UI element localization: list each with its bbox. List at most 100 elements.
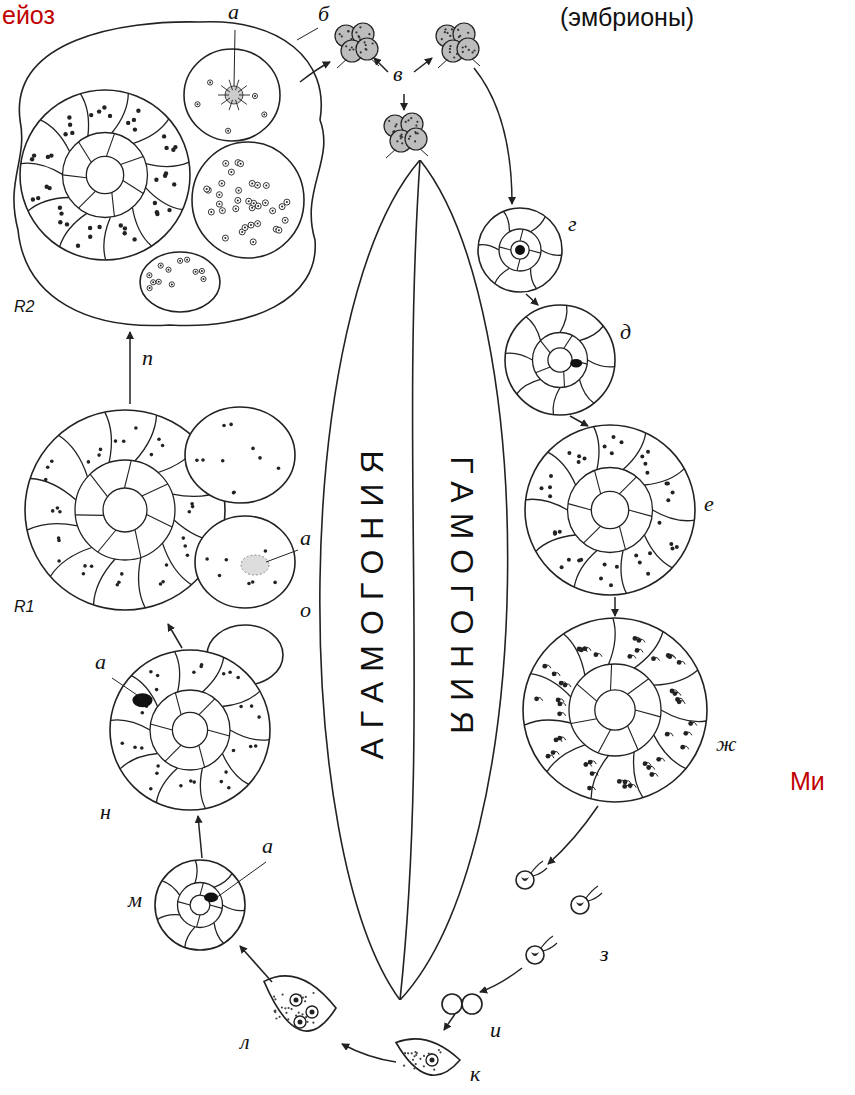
nucleus-dot bbox=[186, 259, 188, 261]
stipple bbox=[462, 46, 464, 48]
nucleus-dot bbox=[192, 780, 196, 784]
nucleus-dot bbox=[251, 207, 253, 209]
nucleus-dot bbox=[121, 741, 125, 745]
cyst-outline bbox=[14, 22, 324, 326]
septum bbox=[540, 341, 550, 353]
septum bbox=[478, 245, 499, 250]
stipple bbox=[401, 136, 403, 138]
flagellum bbox=[667, 733, 673, 736]
septum bbox=[495, 268, 510, 283]
nucleus-ring bbox=[233, 206, 239, 212]
septum bbox=[142, 484, 168, 496]
callout-letter: л bbox=[240, 1030, 250, 1054]
flagellum bbox=[558, 699, 564, 702]
nucleus-ring bbox=[147, 286, 152, 291]
nucleus-ring bbox=[249, 180, 255, 186]
septum bbox=[526, 499, 568, 510]
gamete bbox=[649, 772, 654, 777]
septum bbox=[563, 372, 565, 388]
septum bbox=[591, 756, 608, 799]
spindle-ray bbox=[238, 86, 247, 93]
stipple bbox=[359, 26, 361, 28]
nucleus-ring bbox=[201, 276, 206, 281]
stipple bbox=[285, 1012, 287, 1014]
nucleus-dot bbox=[205, 557, 209, 561]
flagellum bbox=[639, 639, 645, 642]
nucleus-dot bbox=[49, 153, 53, 157]
gamete bbox=[680, 745, 685, 750]
nucleus-dot bbox=[45, 185, 49, 189]
flagellum bbox=[541, 936, 553, 948]
nucleus-dot bbox=[553, 532, 557, 536]
gamete bbox=[628, 783, 633, 788]
septum bbox=[94, 559, 116, 605]
embryo-chamber bbox=[356, 38, 378, 60]
septum bbox=[21, 163, 63, 174]
septum bbox=[574, 550, 597, 587]
nucleus-dot bbox=[87, 460, 91, 464]
septum bbox=[197, 915, 200, 927]
nucleus-ring bbox=[255, 203, 261, 209]
nucleus-dot bbox=[56, 506, 60, 510]
septum bbox=[536, 535, 576, 551]
septum bbox=[200, 883, 203, 895]
stipple bbox=[341, 35, 343, 37]
septum bbox=[571, 719, 597, 724]
stipple bbox=[274, 1011, 276, 1013]
stipple bbox=[301, 1013, 303, 1015]
septum bbox=[536, 367, 551, 373]
stipple bbox=[305, 996, 307, 998]
flagellum bbox=[579, 648, 585, 651]
septum bbox=[202, 657, 223, 692]
septum bbox=[564, 335, 573, 348]
inner-whorl bbox=[568, 468, 653, 553]
septum bbox=[214, 923, 224, 944]
leader-line bbox=[216, 862, 266, 898]
nucleus-ring bbox=[228, 169, 234, 175]
nucleus-ring bbox=[156, 279, 161, 284]
septum bbox=[112, 93, 129, 133]
inner-whorl bbox=[499, 229, 541, 271]
stipple bbox=[439, 1051, 441, 1053]
septum bbox=[131, 676, 157, 707]
nucleus-dot bbox=[59, 211, 63, 215]
nucleus-dot bbox=[244, 227, 246, 229]
nucleus-dot bbox=[65, 222, 69, 226]
septum bbox=[553, 388, 560, 415]
nucleus-dot bbox=[553, 530, 557, 534]
spindle-ray bbox=[236, 100, 239, 110]
nucleus-dot bbox=[610, 451, 614, 455]
stipple bbox=[304, 1000, 306, 1002]
septum bbox=[60, 213, 87, 247]
septum bbox=[199, 699, 215, 715]
arrow bbox=[168, 624, 182, 648]
gamete bbox=[646, 765, 651, 770]
flagellum bbox=[556, 739, 562, 742]
nucleus-ring bbox=[216, 192, 222, 198]
gamete bbox=[665, 732, 670, 737]
nucleus-ring bbox=[204, 186, 210, 192]
nucleus-dot bbox=[114, 439, 118, 443]
stipple bbox=[355, 31, 357, 33]
nucleus-dot bbox=[218, 194, 220, 196]
septum bbox=[547, 745, 585, 772]
nucleus-dot bbox=[251, 182, 253, 184]
nucleus-dot bbox=[68, 123, 72, 127]
nucleus-dot bbox=[558, 530, 562, 534]
callout-letter: н bbox=[100, 800, 111, 824]
stipple bbox=[467, 32, 469, 34]
nucleus bbox=[290, 994, 302, 1006]
gamete bbox=[526, 946, 544, 964]
proloculus bbox=[595, 690, 635, 730]
phase-title: АГАМОГОНИЯ bbox=[356, 440, 388, 759]
gamete bbox=[688, 721, 693, 726]
stipple bbox=[414, 140, 416, 142]
nucleus-dot bbox=[658, 521, 662, 525]
flagellum bbox=[625, 781, 631, 784]
stipple bbox=[473, 49, 475, 51]
nucleus-dot bbox=[155, 688, 159, 692]
nucleus-dot bbox=[666, 482, 670, 486]
septum bbox=[629, 510, 652, 516]
nucleolus bbox=[294, 998, 299, 1003]
stipple bbox=[372, 42, 374, 44]
